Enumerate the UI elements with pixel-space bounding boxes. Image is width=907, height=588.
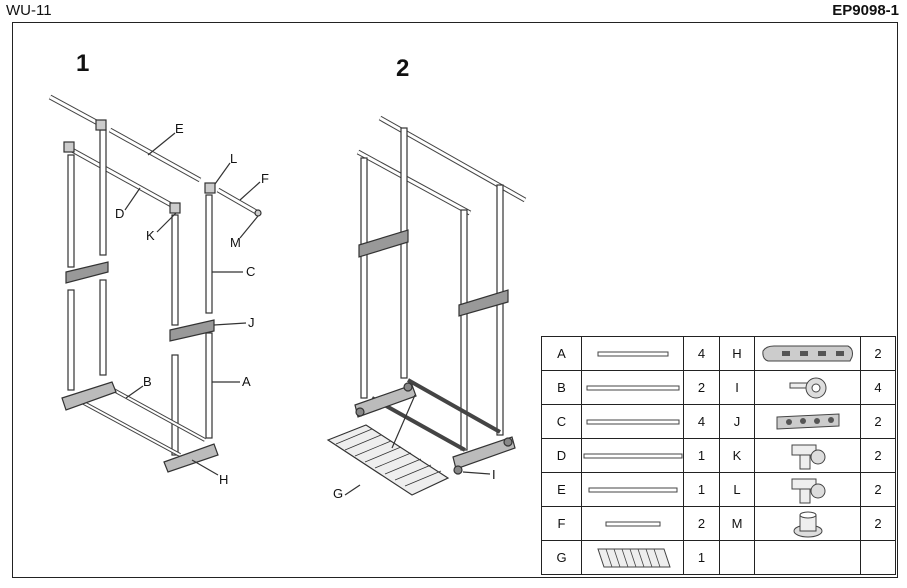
part-quantity: 1 [683, 438, 720, 473]
step-number-1: 1 [76, 50, 90, 77]
part-letter [719, 540, 755, 575]
callout-H: H [219, 472, 228, 487]
tee-joint-icon [754, 472, 861, 507]
part-quantity [860, 540, 896, 575]
part-letter: D [541, 438, 582, 473]
product-code: EP9098-1 [832, 2, 899, 19]
tube-icon [581, 336, 684, 371]
part-letter: K [719, 438, 755, 473]
part-quantity: 2 [683, 506, 720, 541]
tube-icon [581, 438, 684, 473]
part-letter: I [719, 370, 755, 405]
shoe-rack-icon [581, 540, 684, 575]
part-quantity: 2 [860, 506, 896, 541]
tube-icon [581, 472, 684, 507]
empty-cell [754, 540, 861, 575]
diagram-frame [12, 22, 898, 578]
part-letter: M [719, 506, 755, 541]
tube-icon [581, 506, 684, 541]
callout-E: E [175, 121, 184, 136]
callout-L: L [230, 151, 237, 166]
step1-exploded-rack [48, 94, 262, 476]
step-number-2: 2 [396, 55, 410, 82]
part-quantity: 4 [860, 370, 896, 405]
connector-bracket-icon [754, 404, 861, 439]
callout-K: K [146, 228, 155, 243]
callout-C: C [246, 264, 255, 279]
part-letter: H [719, 336, 755, 371]
part-letter: F [541, 506, 582, 541]
callout-M: M [230, 235, 241, 250]
model-number: WU-11 [6, 2, 52, 19]
part-quantity: 2 [860, 472, 896, 507]
step2-assembled-rack [326, 115, 527, 496]
part-letter: L [719, 472, 755, 507]
callout-I: I [492, 467, 496, 482]
callout-F: F [261, 171, 269, 186]
callout-B: B [143, 374, 152, 389]
caster-wheel-icon [754, 370, 861, 405]
part-quantity: 2 [860, 404, 896, 439]
part-quantity: 1 [683, 472, 720, 507]
callout-D: D [115, 206, 124, 221]
part-quantity: 2 [683, 370, 720, 405]
end-cap-icon [754, 506, 861, 541]
part-quantity: 2 [860, 438, 896, 473]
part-letter: E [541, 472, 582, 507]
callout-G: G [333, 486, 343, 501]
part-quantity: 4 [683, 336, 720, 371]
tube-icon [581, 404, 684, 439]
part-quantity: 1 [683, 540, 720, 575]
part-letter: J [719, 404, 755, 439]
part-letter: G [541, 540, 582, 575]
callout-J: J [248, 315, 255, 330]
part-letter: C [541, 404, 582, 439]
foot-base-icon [754, 336, 861, 371]
tee-joint-icon [754, 438, 861, 473]
callout-A: A [242, 374, 251, 389]
part-quantity: 2 [860, 336, 896, 371]
part-letter: B [541, 370, 582, 405]
tube-icon [581, 370, 684, 405]
part-letter: A [541, 336, 582, 371]
part-quantity: 4 [683, 404, 720, 439]
